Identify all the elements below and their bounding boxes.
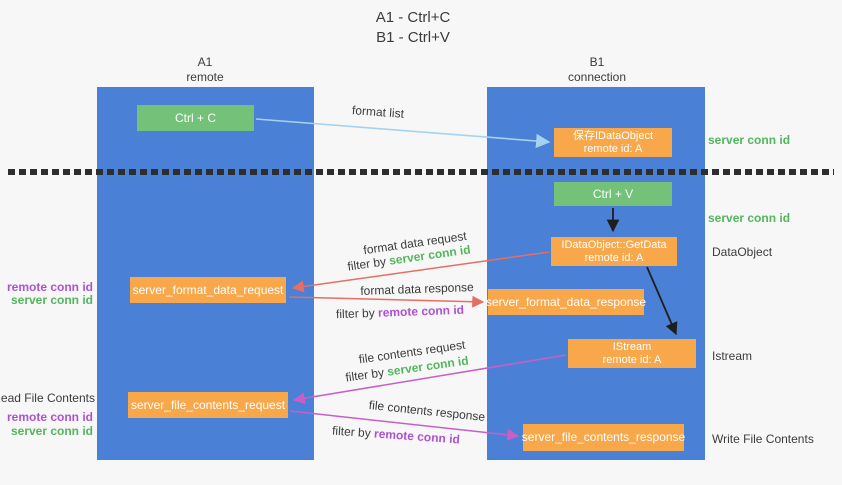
save-idataobject-line2: remote id: A bbox=[583, 142, 643, 155]
format-list-label: format list bbox=[351, 103, 405, 121]
node-idataobject-getdata: IDataObject::GetData remote id: A bbox=[551, 237, 677, 266]
node-ctrl-c: Ctrl + C bbox=[137, 105, 254, 131]
getdata-line1: IDataObject::GetData bbox=[561, 238, 667, 251]
title-line-copy: A1 - Ctrl+C bbox=[375, 9, 451, 26]
column-b1-name: B1 bbox=[589, 55, 605, 69]
column-header-a1: A1 remote bbox=[135, 55, 275, 85]
filter-by-remote-conn-id-label: filter by remote conn id bbox=[332, 424, 461, 447]
write-file-contents-note: Write File Contents bbox=[712, 432, 814, 446]
dataobject-note: DataObject bbox=[712, 245, 773, 259]
read-file-contents-note: Read File Contents bbox=[0, 391, 95, 405]
node-save-idataobject: 保存IDataObject remote id: A bbox=[554, 128, 672, 157]
filter-by-text: filter by bbox=[331, 423, 372, 441]
ctrl-v-label: Ctrl + V bbox=[592, 186, 634, 201]
column-header-b1: B1 connection bbox=[527, 55, 667, 85]
column-a1-subtitle: remote bbox=[186, 70, 224, 84]
remote-conn-id-note-format: remote conn id bbox=[6, 280, 93, 294]
server-conn-id-note-top: server conn id bbox=[708, 133, 791, 147]
istream-line2: remote id: A bbox=[602, 353, 662, 366]
node-server-format-data-response: server_format_data_response bbox=[485, 289, 647, 315]
server-format-data-response-label: server_format_data_response bbox=[485, 294, 647, 309]
node-ctrl-v: Ctrl + V bbox=[554, 182, 672, 206]
filter-by-text: filter by bbox=[346, 254, 387, 274]
node-istream: IStream remote id: A bbox=[568, 339, 696, 368]
istream-line1: IStream bbox=[612, 340, 652, 353]
title-line-paste: B1 - Ctrl+V bbox=[376, 29, 450, 46]
node-server-format-data-request: server_format_data_request bbox=[130, 277, 286, 303]
file-contents-response-label: file contents response bbox=[368, 397, 486, 425]
format-data-response-label: format data response bbox=[360, 280, 474, 298]
session-separator-line bbox=[8, 169, 834, 175]
server-format-data-request-label: server_format_data_request bbox=[132, 282, 284, 297]
server-conn-id-note-mid: server conn id bbox=[708, 211, 791, 225]
remote-conn-id-text: remote conn id bbox=[377, 302, 465, 320]
filter-by-remote-conn-id-label: filter by remote conn id bbox=[336, 303, 464, 321]
server-file-contents-response-label: server_file_contents_response bbox=[521, 430, 686, 444]
diagram-title: A1 - Ctrl+C B1 - Ctrl+V bbox=[281, 8, 545, 48]
column-a1-name: A1 bbox=[197, 55, 213, 69]
remote-conn-id-note-file: remote conn id bbox=[6, 410, 93, 424]
istream-note: Istream bbox=[712, 349, 753, 363]
node-server-file-contents-request: server_file_contents_request bbox=[128, 392, 288, 418]
save-idataobject-line1: 保存IDataObject bbox=[572, 129, 654, 142]
server-conn-id-note-format: server conn id bbox=[10, 293, 93, 307]
getdata-line2: remote id: A bbox=[584, 251, 644, 264]
server-file-contents-request-label: server_file_contents_request bbox=[130, 397, 286, 412]
filter-by-text: filter by bbox=[335, 305, 375, 322]
format-data-response-arrow bbox=[288, 295, 485, 308]
remote-conn-id-text: remote conn id bbox=[373, 426, 461, 447]
ctrl-c-label: Ctrl + C bbox=[174, 110, 216, 125]
node-server-file-contents-response: server_file_contents_response bbox=[521, 424, 686, 451]
filter-by-text: filter by bbox=[344, 365, 385, 385]
column-b1-subtitle: connection bbox=[567, 70, 627, 84]
server-conn-id-note-file: server conn id bbox=[10, 424, 93, 438]
